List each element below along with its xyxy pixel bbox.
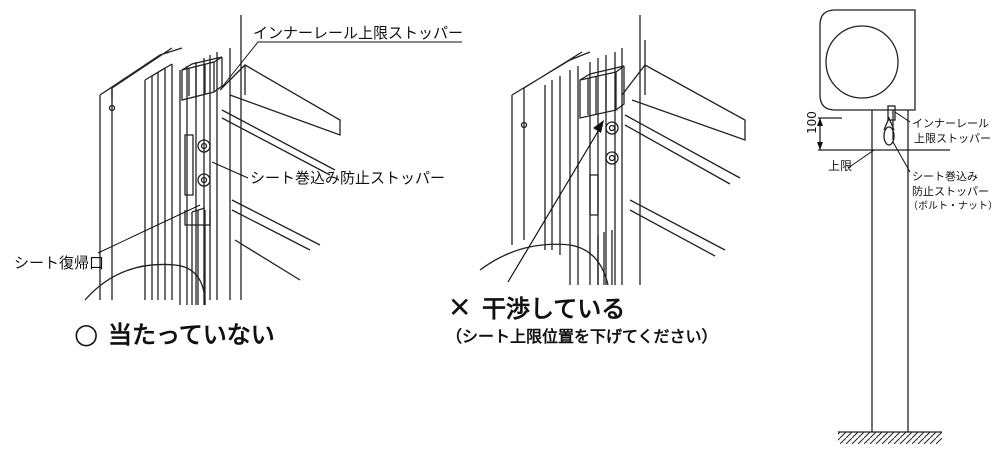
ng-status-text: 干渉している (482, 295, 625, 323)
label-sheet-stopper: シート巻込み防止ストッパー (250, 169, 445, 187)
ok-status-text: 当たっていない (108, 321, 275, 349)
ng-note: （シート上限位置を下げてください） (446, 327, 718, 346)
ng-symbol: ✕ (448, 291, 471, 324)
label-inner-rail-line2: 上限ストッパー (914, 132, 991, 145)
dim-value: 100 (805, 111, 819, 134)
label-sheet-stopper-line3: （ボルト・ナット） (908, 200, 998, 212)
label-upper-limit: 上限 (828, 159, 852, 173)
label-return-port: シート復帰口 (14, 254, 104, 272)
label-sheet-stopper-line1: シート巻込み (912, 170, 978, 183)
label-sheet-stopper-line2: 防止ストッパー (912, 184, 989, 198)
ok-symbol: ○ (74, 317, 98, 350)
middle-rail-drawing (479, 15, 746, 286)
label-inner-rail-line1: インナーレール (912, 117, 989, 130)
label-inner-rail-stopper: インナーレール上限ストッパー (253, 24, 463, 42)
interference-arrow (507, 120, 604, 283)
right-front-view (818, 9, 950, 432)
left-rail-drawing (84, 15, 341, 306)
ground-hatch (838, 432, 942, 444)
